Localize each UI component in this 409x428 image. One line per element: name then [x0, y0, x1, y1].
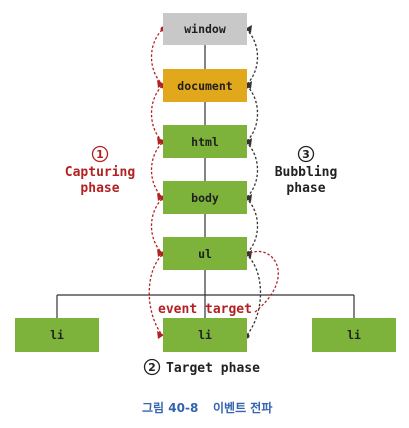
bubble-arc-html-document [246, 85, 259, 142]
figure-caption: 그림 40-8 이벤트 전파 [142, 400, 272, 415]
bubbling-number: 3 [302, 148, 310, 161]
bubbling-line1: Bubbling [275, 165, 338, 180]
capturing-line2: phase [80, 181, 119, 196]
bubble-arc-document-window [246, 29, 259, 85]
capturing-phase-label: 1 Capturing phase [65, 145, 135, 196]
bubble-arrowhead-window [245, 25, 252, 33]
target-phase-text: Target phase [166, 361, 260, 376]
tree-connectors [56, 44, 355, 318]
bubble-arc-ul-body [246, 198, 259, 254]
capturing-arrows [148, 29, 163, 336]
target-number: 2 [148, 361, 156, 374]
capturing-number-circle [91, 145, 109, 163]
capture-arrowhead-li [157, 331, 164, 339]
event-target-label: event target [158, 302, 252, 317]
node-li-target-label: li [198, 328, 212, 342]
caption-figure: 그림 40-8 [142, 401, 198, 415]
caption-title: 이벤트 전파 [213, 400, 272, 415]
node-li-right [312, 318, 396, 352]
node-li-left-label: li [50, 328, 64, 342]
target-number-circle [143, 358, 161, 376]
bubbling-phase-label: 3 Bubbling phase [275, 145, 338, 196]
bubbling-number-circle [297, 145, 315, 163]
bubbling-line2: phase [286, 181, 325, 196]
node-ul [163, 237, 247, 270]
nodes: window document html body ul li li li [15, 13, 396, 352]
node-body-label: body [191, 191, 219, 205]
node-body [163, 181, 247, 214]
capture-arrowhead-document [157, 80, 164, 88]
node-html-label: html [191, 135, 219, 149]
node-html [163, 125, 247, 158]
capture-arc-window-document [150, 29, 163, 85]
capturing-line1: Capturing [65, 165, 135, 180]
node-li-left [15, 318, 99, 352]
capture-arc-ul-li [148, 254, 163, 336]
target-phase-label: 2 Target phase [143, 358, 260, 376]
node-li-right-label: li [347, 328, 361, 342]
node-window [163, 13, 247, 45]
target-phase-arrow [246, 250, 279, 313]
capturing-arrowheads [157, 80, 164, 339]
target-arc [246, 250, 279, 313]
bubble-arc-li-ul [246, 254, 262, 336]
capture-arrowhead-body [157, 193, 164, 201]
node-window-label: window [184, 22, 226, 36]
capture-arrowhead-ul [157, 249, 164, 257]
bubble-arc-body-html [246, 142, 259, 198]
capturing-number: 1 [96, 148, 104, 161]
capture-arrowhead-html [157, 137, 164, 145]
node-document [163, 69, 247, 102]
bubbling-arrows [246, 29, 262, 336]
capture-arc-html-body [150, 142, 163, 198]
capture-arc-document-html [150, 85, 163, 142]
node-document-label: document [177, 79, 232, 93]
capture-arc-body-ul [150, 198, 163, 254]
node-li-target [163, 318, 247, 352]
node-ul-label: ul [198, 247, 212, 261]
